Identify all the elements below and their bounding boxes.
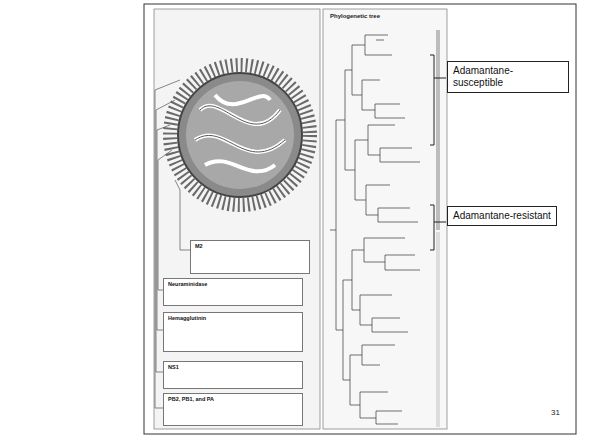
box-heading: M2 bbox=[195, 243, 305, 250]
clade-bar bbox=[436, 30, 440, 427]
info-box: M2 bbox=[190, 240, 310, 274]
left-panel bbox=[154, 9, 320, 429]
box-heading: Hemagglutinin bbox=[168, 315, 298, 322]
leader-lines bbox=[155, 80, 190, 408]
info-box: PB2, PB1, and PA bbox=[163, 393, 303, 426]
box-heading: PB2, PB1, and PA bbox=[168, 396, 298, 403]
box-heading: NS1 bbox=[168, 364, 298, 371]
info-box: NS1 bbox=[163, 361, 303, 389]
box-heading: Neuraminidase bbox=[168, 281, 298, 288]
slide-frame bbox=[144, 4, 576, 434]
tree-panel bbox=[323, 9, 447, 429]
info-box: Neuraminidase bbox=[163, 278, 303, 306]
virus bbox=[170, 65, 310, 205]
callout-box: Adamantane-susceptible bbox=[447, 61, 569, 93]
slide-number: 31 bbox=[551, 408, 560, 417]
callout-text: Adamantane-resistant bbox=[453, 210, 551, 222]
callout-box: Adamantane-resistant bbox=[447, 206, 557, 226]
clade-brackets bbox=[430, 55, 446, 250]
info-box: Hemagglutinin bbox=[163, 312, 303, 352]
panel-title: Phylogenetic tree bbox=[330, 13, 380, 19]
callout-text: Adamantane-susceptible bbox=[453, 65, 563, 89]
phylogenetic-tree bbox=[330, 35, 420, 424]
